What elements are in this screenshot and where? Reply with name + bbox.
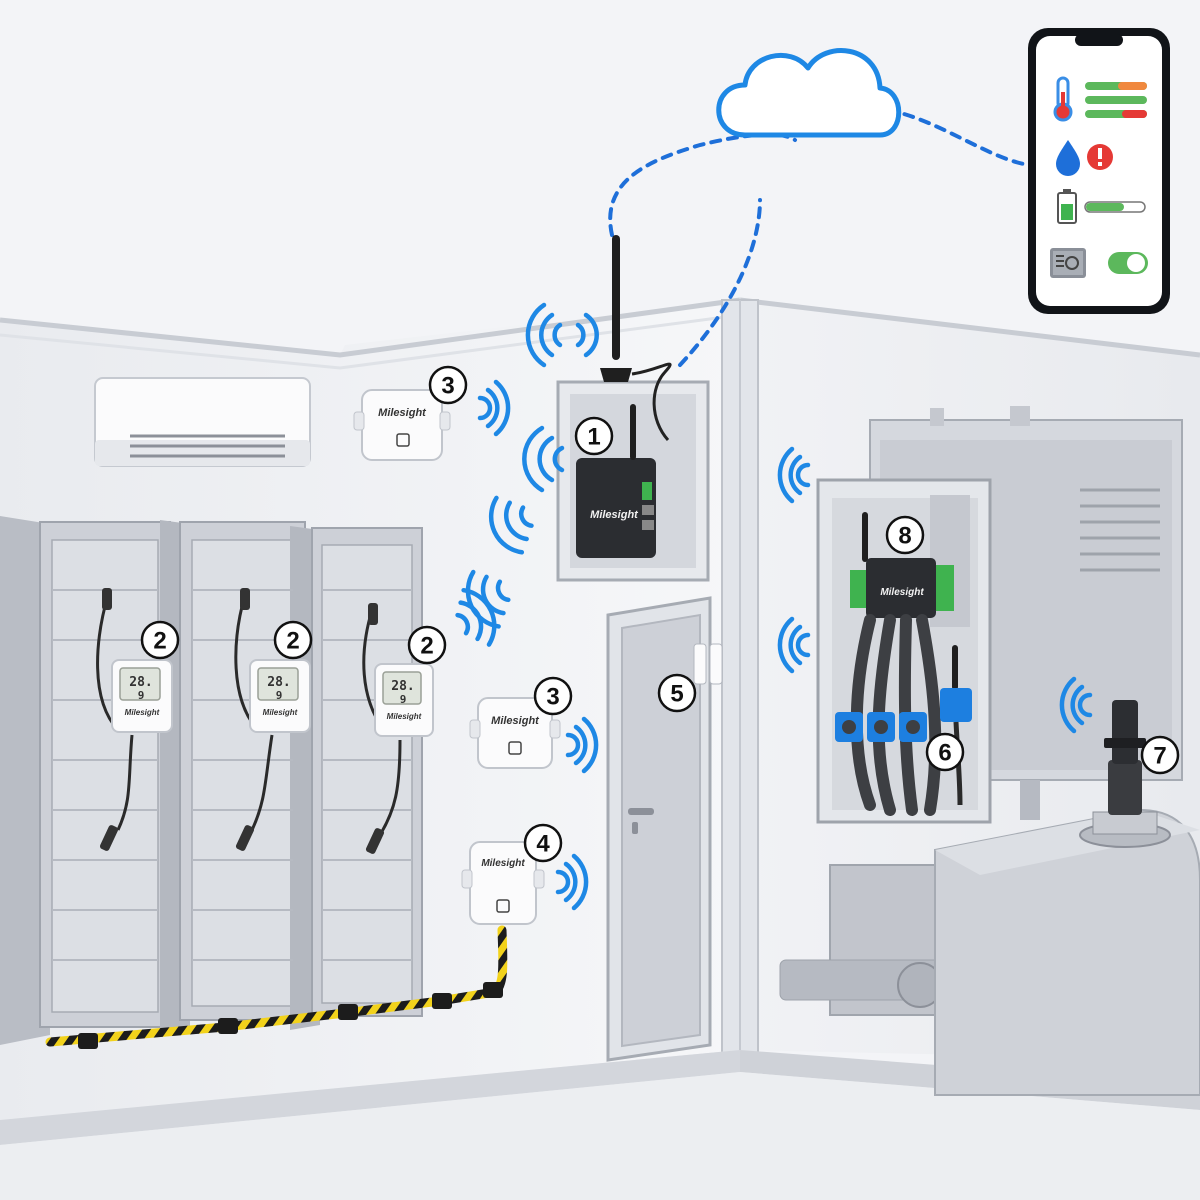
brand-label: Milesight	[481, 858, 525, 869]
brand-label: Milesight	[125, 708, 160, 717]
ambience-sensor-a: Milesight	[353, 389, 451, 461]
svg-text:2: 2	[286, 628, 299, 655]
svg-text:2: 2	[420, 633, 433, 660]
ct-meter	[940, 645, 972, 806]
badge-ambience-sensor-a: 3	[428, 365, 468, 405]
leak-sensor: Milesight	[461, 841, 545, 925]
signal-waves	[455, 302, 1093, 911]
signal-cabinet-top	[777, 446, 811, 504]
th-display-bottom: 9	[138, 689, 145, 702]
brand-label: Milesight	[263, 708, 298, 717]
signal-leak-sensor	[555, 853, 589, 911]
brand-label: Milesight	[378, 407, 427, 419]
nfc-icon	[508, 741, 522, 755]
svg-text:4: 4	[536, 831, 550, 858]
ambience-sensor-b: Milesight	[469, 697, 561, 769]
badge-pressure-sensor: 7	[1140, 735, 1180, 775]
thermometer-icon	[1053, 76, 1073, 122]
svg-text:5: 5	[670, 681, 683, 708]
badge-leak-sensor: 4	[523, 823, 563, 863]
door-sensor	[693, 643, 723, 685]
ct-clamps	[835, 712, 927, 742]
signal-cabinet-bottom	[777, 616, 811, 674]
nfc-icon	[496, 899, 510, 913]
door	[606, 596, 723, 1062]
svg-text:3: 3	[441, 373, 454, 400]
th-display-top: 28.	[267, 675, 290, 690]
badge-io-controller: 8	[885, 515, 925, 555]
signal-gateway-top-right	[575, 312, 599, 358]
nfc-icon	[396, 433, 410, 447]
badge-ct-clamps: 6	[925, 732, 965, 772]
controller-cloud-link	[678, 198, 762, 367]
th-sensor-c: 28. 9 Milesight	[374, 663, 434, 737]
battery-icon	[1057, 189, 1077, 224]
phone	[1028, 28, 1170, 314]
th-sensor-a: 28. 9 Milesight	[111, 659, 173, 733]
badge-th-sensor-a: 2	[140, 620, 180, 660]
water-drop-icon	[1056, 140, 1080, 176]
signal-ambience-b	[565, 716, 599, 774]
cloud-icon	[716, 48, 902, 138]
tank	[779, 808, 1200, 1096]
signal-gateway-left	[522, 425, 565, 493]
th-display-top: 28.	[391, 679, 414, 694]
svg-text:1: 1	[587, 424, 600, 451]
badge-door-sensor: 5	[657, 673, 697, 713]
svg-text:7: 7	[1153, 743, 1166, 770]
svg-text:8: 8	[898, 523, 911, 550]
signal-gateway-mid	[488, 495, 534, 555]
brand-label: Milesight	[387, 712, 422, 721]
io-controller: Milesight	[850, 512, 954, 618]
door-handle	[628, 808, 654, 815]
svg-text:6: 6	[938, 740, 951, 767]
badge-gateway: 1	[574, 416, 614, 456]
signal-gateway-top	[525, 302, 563, 368]
server-racks	[0, 516, 423, 1045]
brand-label: Milesight	[590, 509, 639, 521]
pressure-sensor	[1079, 700, 1171, 848]
leak-cable	[45, 925, 508, 1049]
brand-label: Milesight	[880, 587, 924, 598]
gateway: Milesight	[576, 404, 656, 558]
th-sensor-b: 28. 9 Milesight	[249, 659, 311, 733]
safe-icon	[1050, 248, 1086, 278]
badge-ambience-sensor-b: 3	[533, 676, 573, 716]
probe-tips	[99, 588, 385, 854]
th-display-top: 28.	[129, 675, 152, 690]
badge-th-sensor-c: 2	[407, 625, 447, 665]
brand-label: Milesight	[491, 715, 540, 727]
signal-th-c	[455, 587, 497, 647]
th-display-bottom: 9	[400, 693, 407, 706]
cloud-phone-link	[886, 108, 1032, 167]
signal-pressure-sensor	[1059, 676, 1093, 734]
th-display-bottom: 9	[276, 689, 283, 702]
badge-th-sensor-b: 2	[273, 620, 313, 660]
svg-text:2: 2	[153, 628, 166, 655]
svg-text:3: 3	[546, 684, 559, 711]
air-conditioner	[94, 377, 311, 467]
signal-ambience-a	[477, 379, 511, 437]
badges: 1 2 2 2 3 3 4 5	[140, 365, 1180, 863]
